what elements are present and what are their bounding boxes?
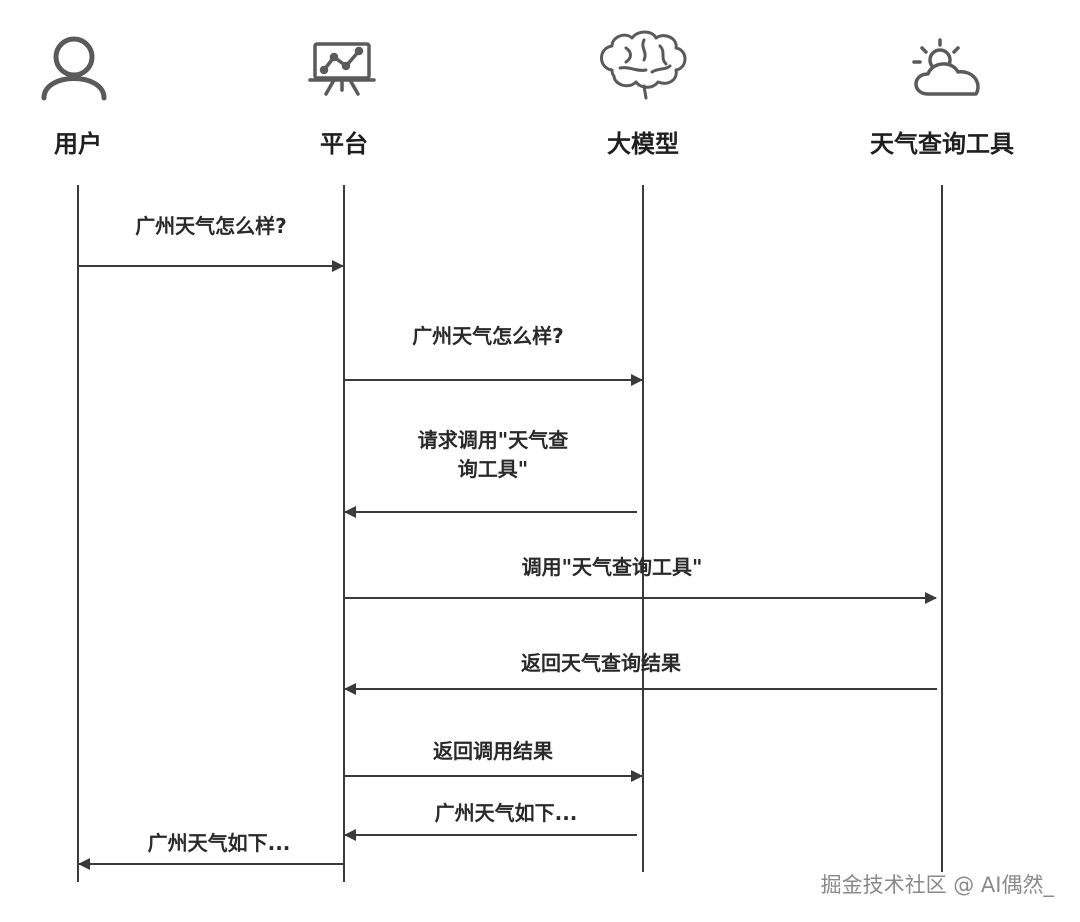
message-label-8: 广州天气如下... [148, 831, 291, 855]
brain-icon [600, 30, 687, 100]
actor-label-llm: 大模型 [607, 130, 679, 158]
watermark: 掘金技术社区 @ AI偶然_ [821, 873, 1055, 898]
actor-label-platform: 平台 [320, 130, 368, 158]
presentation-chart-icon [308, 42, 376, 96]
message-label-4: 调用"天气查询工具" [522, 555, 703, 579]
message-label-1: 广州天气怎么样? [135, 214, 287, 238]
user-icon [41, 36, 107, 101]
actor-label-user: 用户 [54, 130, 102, 158]
message-label-6: 返回调用结果 [433, 739, 553, 763]
message-label-3-line-1: 请求调用"天气查 [418, 428, 568, 452]
message-label-5: 返回天气查询结果 [521, 651, 681, 675]
message-label-2: 广州天气怎么样? [412, 324, 564, 348]
message-label-3-line-2: 询工具" [458, 457, 528, 481]
sun-cloud-icon [912, 38, 980, 96]
message-label-7: 广州天气如下... [435, 801, 578, 825]
actor-label-weather-tool: 天气查询工具 [870, 130, 1014, 158]
